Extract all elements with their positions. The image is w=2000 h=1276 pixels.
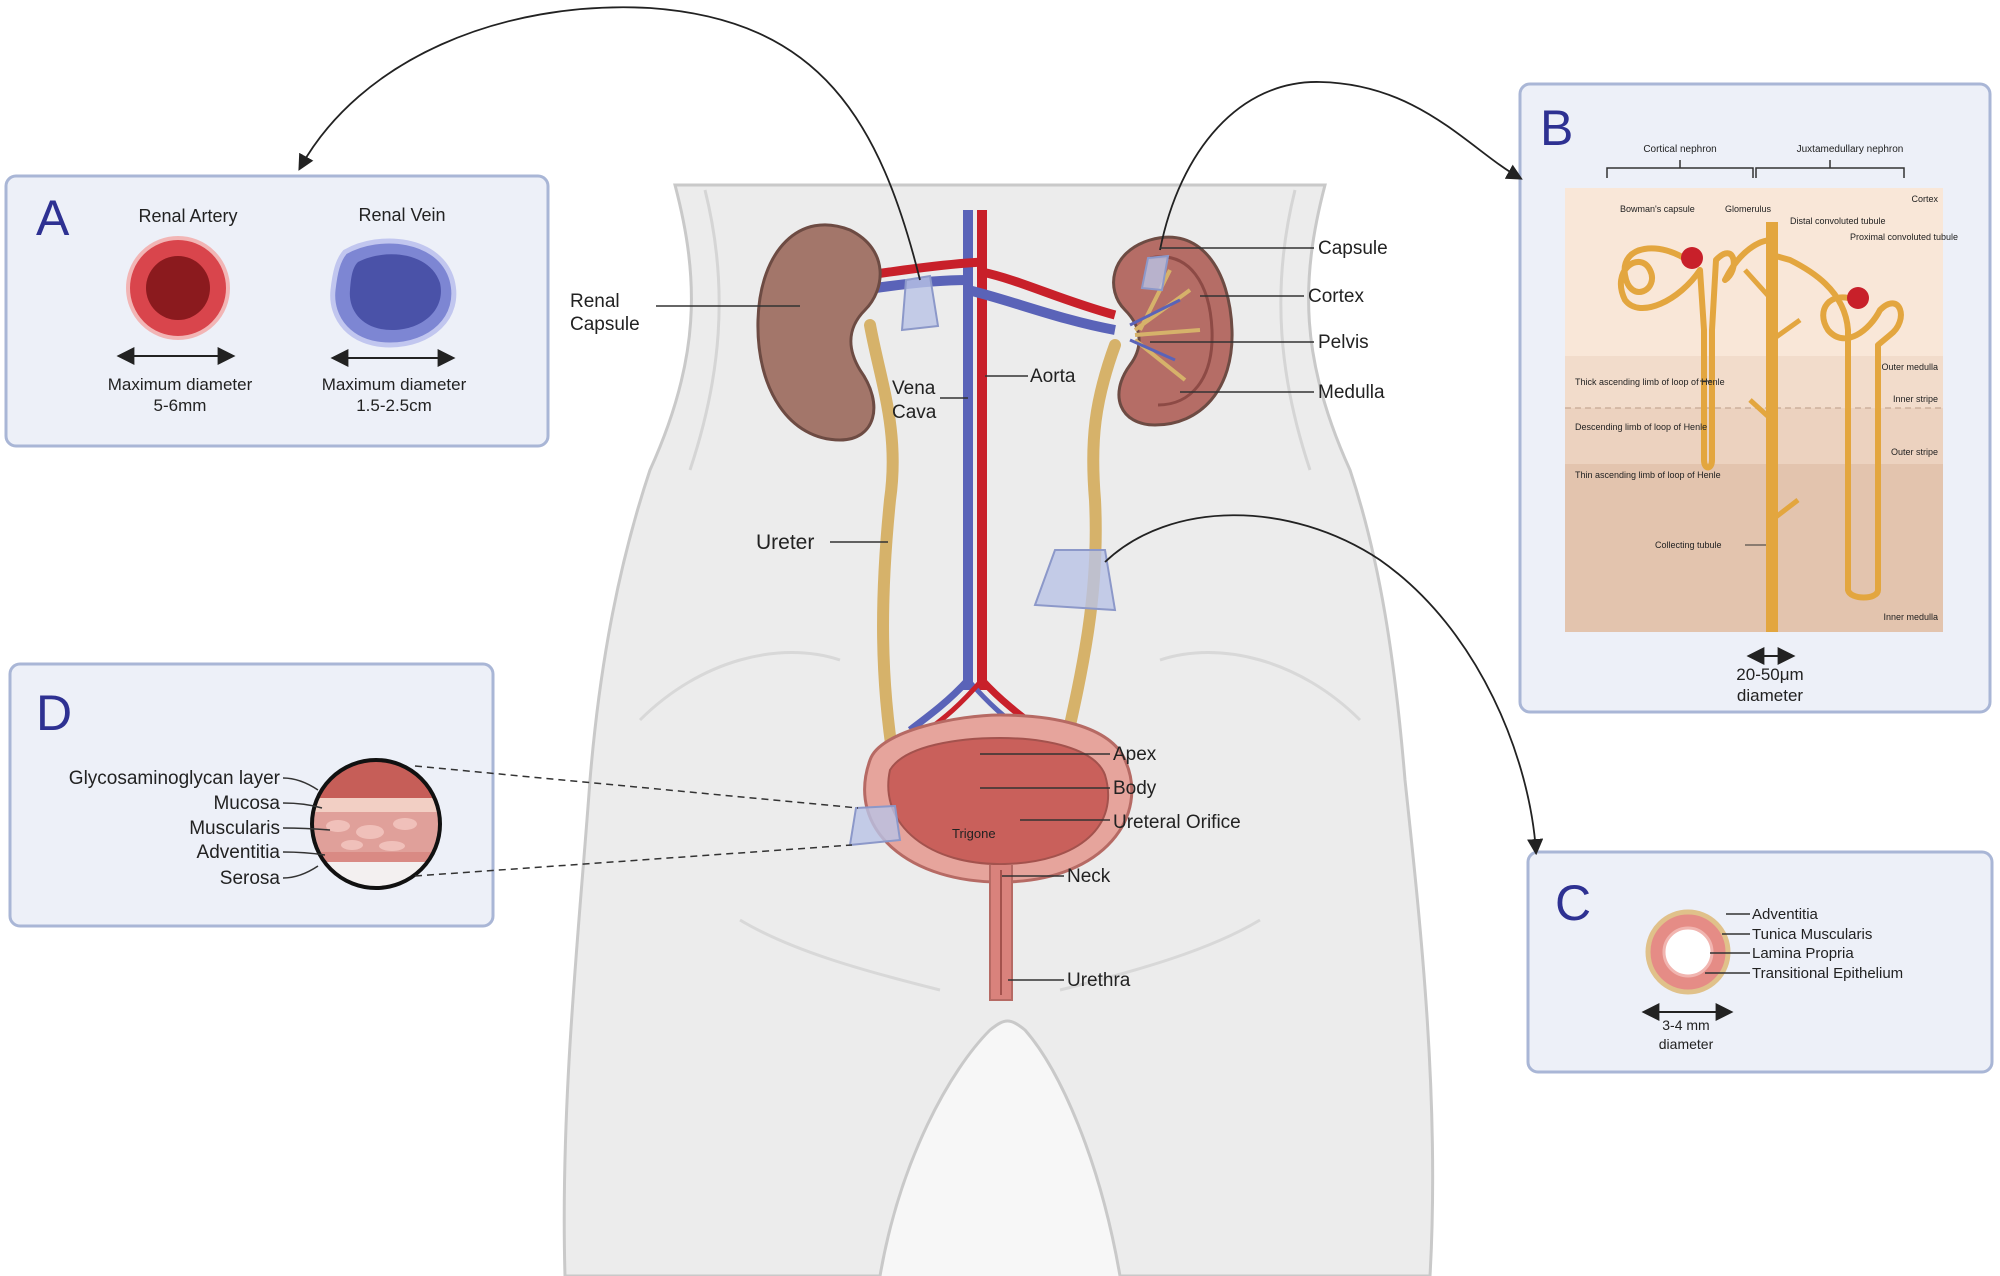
juxtamedullary-nephron	[1771, 252, 1904, 601]
cortical-nephron	[1617, 237, 1773, 471]
ureter-diameter-value: 3-4 mm	[1662, 1017, 1709, 1033]
label-apex: Apex	[1113, 744, 1157, 765]
label-neck: Neck	[1067, 866, 1111, 887]
panel-a-letter: A	[36, 190, 70, 246]
left-kidney	[756, 223, 882, 442]
bladder-layer-adventitia: Adventitia	[197, 842, 281, 863]
label-glomerulus: Glomerulus	[1725, 204, 1772, 214]
ureter-layer-lamina-propria: Lamina Propria	[1752, 945, 1854, 962]
vein-caption-line2: 1.5-2.5cm	[356, 396, 432, 415]
zone-label-outer-medulla: Outer medulla	[1881, 362, 1938, 372]
arrow-to-panel-b	[1159, 81, 1523, 251]
label-collecting-tubule: Collecting tubule	[1655, 540, 1722, 550]
renal-vein-title: Renal Vein	[358, 205, 445, 225]
renal-section-marker	[900, 274, 940, 332]
ureter-section-marker	[1033, 549, 1117, 612]
ureter-layer-transitional-epithelium: Transitional Epithelium	[1752, 965, 1903, 982]
zone-inner-medulla	[1565, 464, 1943, 632]
label-trigone: Trigone	[952, 826, 996, 841]
label-vena-cava-line2: Cava	[892, 402, 937, 423]
bladder-layer-mucosa: Mucosa	[213, 793, 280, 814]
ureters	[864, 319, 1121, 776]
label-renal-capsule-line1: Renal	[570, 291, 620, 312]
label-bowmans-capsule: Bowman's capsule	[1620, 204, 1695, 214]
panel-a: A Renal Artery Maximum diameter 5-6mm Re…	[4, 174, 550, 448]
label-thick-ascending: Thick ascending limb of loop of Henle	[1575, 377, 1725, 387]
cortical-glomerulus	[1681, 247, 1703, 269]
artery-caption-line1: Maximum diameter	[108, 375, 253, 394]
panel-c: C Adventitia Tunica Muscularis Lamina Pr…	[1526, 850, 1994, 1074]
label-descending-limb: Descending limb of loop of Henle	[1575, 422, 1707, 432]
capsule-section-marker	[1140, 254, 1170, 292]
zone-label-outer-stripe: Outer stripe	[1891, 447, 1938, 457]
bladder-layer-muscularis: Muscularis	[189, 818, 280, 839]
label-aorta: Aorta	[1030, 366, 1076, 387]
ureter-layer-tunica-muscularis: Tunica Muscularis	[1752, 926, 1872, 943]
zone-inner-stripe	[1565, 408, 1943, 464]
vein-caption-line1: Maximum diameter	[322, 375, 467, 394]
arrow-to-panel-a	[298, 6, 921, 281]
zone-cortex	[1565, 188, 1943, 356]
label-vena-cava-line1: Vena	[892, 378, 936, 399]
panel-d: D Glycosaminoglycan layer Mucosa Muscula…	[8, 662, 495, 928]
renal-artery-title: Renal Artery	[138, 206, 237, 226]
label-capsule: Capsule	[1318, 238, 1388, 259]
label-cortex: Cortex	[1308, 286, 1364, 307]
label-pelvis: Pelvis	[1318, 332, 1369, 353]
zone-label-cortex: Cortex	[1911, 194, 1938, 204]
zone-label-inner-medulla: Inner medulla	[1883, 612, 1938, 622]
projection-line-bottom	[414, 844, 853, 877]
panel-d-letter: D	[36, 685, 72, 741]
artery-caption-line2: 5-6mm	[154, 396, 207, 415]
ureter-diameter-unit: diameter	[1659, 1036, 1714, 1052]
bladder-section-marker	[848, 804, 902, 847]
label-medulla: Medulla	[1318, 382, 1385, 403]
label-distal-tubule: Distal convoluted tubule	[1790, 216, 1886, 226]
arrow-to-panel-c	[1104, 514, 1544, 856]
label-body: Body	[1113, 778, 1157, 799]
label-proximal-tubule: Proximal convoluted tubule	[1850, 232, 1958, 242]
juxtamedullary-nephron-header: Juxtamedullary nephron	[1797, 144, 1904, 155]
bladder-layer-serosa: Serosa	[220, 868, 281, 889]
cortical-nephron-header: Cortical nephron	[1643, 144, 1716, 155]
label-thin-ascending: Thin ascending limb of loop of Henle	[1575, 470, 1721, 480]
anatomy-labels: Renal Capsule Vena Cava Aorta Ureter Cap…	[570, 238, 1388, 991]
label-renal-capsule-line2: Capsule	[570, 314, 640, 335]
tubule-diameter-value: 20-50μm	[1736, 665, 1803, 684]
label-ureter: Ureter	[756, 531, 814, 554]
panel-b-letter: B	[1540, 100, 1573, 156]
panel-b: B Cortical nephron Juxtamedullary nephro…	[1518, 82, 1992, 714]
label-ureteral-orifice: Ureteral Orifice	[1113, 812, 1241, 833]
panel-c-letter: C	[1555, 875, 1591, 931]
ureter-layer-adventitia: Adventitia	[1752, 906, 1819, 923]
bladder-layer-glycosaminoglycan: Glycosaminoglycan layer	[69, 768, 281, 789]
tubule-diameter-unit: diameter	[1737, 686, 1803, 705]
juxtamedullary-glomerulus	[1847, 287, 1869, 309]
projection-line-top	[414, 765, 859, 809]
label-urethra: Urethra	[1067, 970, 1131, 991]
zone-label-inner-stripe: Inner stripe	[1893, 394, 1938, 404]
bladder	[863, 713, 1134, 1001]
